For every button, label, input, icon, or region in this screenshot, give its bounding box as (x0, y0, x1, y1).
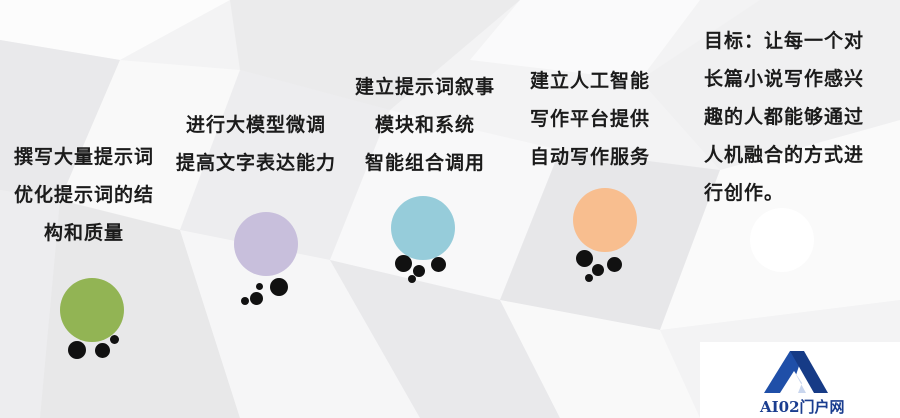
step-3-text: 建立提示词叙事 模块和系统 智能组合调用 (345, 68, 505, 182)
goal-text: 目标：让每一个对长篇小说写作感兴趣的人都能够通过人机融合的方式进行创作。 (704, 30, 865, 204)
step-4-line-2: 写作平台提供 (529, 108, 650, 130)
step-1-line-2: 优化提示词的结 (13, 184, 154, 206)
step-2-dot-large (270, 278, 288, 296)
step-3-dot-small (413, 265, 425, 277)
step-3-line-2: 模块和系统 (374, 114, 475, 136)
step-4-line-1: 建立人工智能 (529, 70, 650, 92)
a-letter-logo-icon (764, 351, 828, 393)
watermark-text: AI02门户网 (760, 398, 845, 416)
step-1-dot-medium (95, 343, 110, 358)
step-1-text: 撰写大量提示词 优化提示词的结 构和质量 (8, 138, 160, 252)
step-4-circle (573, 188, 637, 252)
step-4-dot-tiny (585, 274, 593, 282)
step-1-line-1: 撰写大量提示词 (13, 146, 154, 168)
step-2-circle (234, 212, 298, 276)
step-4-line-3: 自动写作服务 (529, 146, 650, 168)
goal-circle (750, 208, 814, 272)
step-2-line-1: 进行大模型微调 (185, 114, 326, 136)
step-4-dot-small (592, 264, 604, 276)
step-3-dot-tiny (408, 275, 416, 283)
step-3-circle (391, 196, 455, 260)
step-3-dot-medium (431, 257, 446, 272)
step-2-dot-tiny (256, 283, 263, 290)
step-2-text: 进行大模型微调 提高文字表达能力 (168, 106, 344, 182)
step-1-dot-small (110, 335, 119, 344)
step-2-line-2: 提高文字表达能力 (175, 152, 336, 174)
step-1-circle (60, 278, 124, 342)
step-2-dot-small (241, 297, 249, 305)
step-3-line-3: 智能组合调用 (364, 152, 485, 174)
step-4-text: 建立人工智能 写作平台提供 自动写作服务 (522, 62, 658, 176)
step-2-dot-medium (250, 292, 263, 305)
step-4-dot-medium (607, 257, 622, 272)
step-1-dot-large (68, 341, 86, 359)
step-4-dot-large (576, 250, 593, 267)
step-1-line-3: 构和质量 (43, 222, 124, 244)
step-3-dot-large (395, 255, 412, 272)
step-3-line-1: 建立提示词叙事 (354, 76, 495, 98)
